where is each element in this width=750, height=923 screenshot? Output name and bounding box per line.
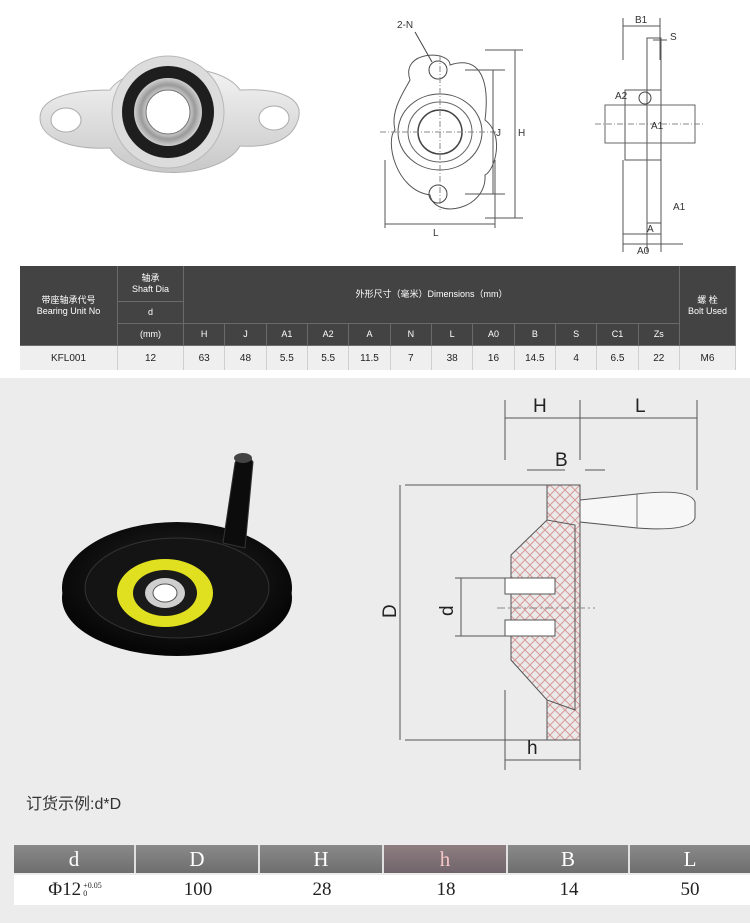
dim-header-cell: A1: [266, 324, 308, 346]
header-bolt-used: 螺 栓 Bolt Used: [680, 266, 736, 346]
dim-header-cell: S: [556, 324, 598, 346]
value-d: Φ12 +0.05 0: [14, 875, 136, 905]
dim-value-cell: 22: [638, 346, 680, 370]
dim-header-cell: Zs: [638, 324, 680, 346]
header-l: L: [630, 845, 750, 873]
label-a1-top: A1: [651, 121, 664, 132]
tol-upper: +0.05: [83, 881, 102, 890]
dim-value-cell: 5.5: [266, 346, 308, 370]
dim-label-b: B: [555, 450, 568, 471]
cell-shaft: 12: [118, 346, 184, 370]
dim-value-cell: 38: [432, 346, 474, 370]
dim-value-cell: 6.5: [597, 346, 639, 370]
dim-header-cell: B: [514, 324, 556, 346]
label-s: S: [670, 32, 677, 43]
dim-value-cell: 48: [225, 346, 267, 370]
dim-value-cell: 14.5: [514, 346, 556, 370]
label-a1-bottom: A1: [673, 202, 686, 213]
label-a: A: [647, 224, 654, 235]
header-small-h: h: [384, 845, 508, 873]
dim-value-cell: 5.5: [308, 346, 350, 370]
dim-value-cell: 11.5: [349, 346, 391, 370]
value-d-prefix: Φ12: [48, 879, 82, 900]
dim-label-h-top: H: [533, 396, 547, 417]
header-mm: (mm): [118, 324, 184, 346]
header-h: H: [260, 845, 384, 873]
dim-value-cell: 7: [390, 346, 432, 370]
header-unit-en: Bearing Unit No: [36, 305, 101, 316]
dim-header-cell: A2: [308, 324, 350, 346]
value-l: 50: [630, 875, 750, 905]
value-small-h: 18: [384, 875, 508, 905]
header-d: d: [14, 845, 136, 873]
label-a2: A2: [615, 91, 628, 102]
label-h: H: [518, 128, 525, 139]
dim-value-cell: 16: [473, 346, 515, 370]
dim-label-l-top: L: [635, 396, 646, 417]
header-bolt-en: Bolt Used: [687, 305, 728, 316]
label-j: J: [496, 128, 501, 139]
value-big-d: 100: [136, 875, 260, 905]
handwheel-spec-table: d D H h B L Φ12 +0.05 0 100 28 18 14 50: [14, 845, 750, 905]
label-a0: A0: [637, 246, 650, 257]
value-h: 28: [260, 875, 384, 905]
dim-header-cell: C1: [597, 324, 639, 346]
header-shaft-cn: 轴承: [141, 272, 160, 283]
bearing-section: 2-N J H L B1 S A2 A1 A1 A A0: [0, 0, 750, 378]
dim-header-cell: J: [225, 324, 267, 346]
header-bearing-unit: 带座轴承代号 Bearing Unit No: [20, 266, 118, 346]
value-d-tolerance: +0.05 0: [83, 882, 102, 898]
dim-value-cell: 4: [556, 346, 598, 370]
tol-lower: 0: [83, 889, 88, 898]
dim-header-cell: N: [390, 324, 432, 346]
dim-label-h-bottom: h: [527, 738, 538, 759]
bearing-side-drawing: B1 S A2 A1 A1 A A0: [595, 15, 703, 257]
handwheel-section: H L B D d h: [0, 378, 750, 923]
header-unit-cn: 带座轴承代号: [41, 294, 96, 305]
header-big-d: D: [136, 845, 260, 873]
header-shaft-dia: 轴承 Shaft Dia: [118, 266, 184, 302]
order-example-text: 订货示例:d*D: [26, 796, 122, 813]
label-l: L: [433, 228, 439, 239]
dim-header-cell: H: [184, 324, 226, 346]
dim-header-cell: A: [349, 324, 391, 346]
dim-header-cell: A0: [473, 324, 515, 346]
header-shaft-d: d: [118, 302, 184, 324]
label-2n: 2-N: [397, 20, 413, 31]
dim-label-d-big: D: [380, 604, 401, 618]
cell-unit: KFL001: [20, 346, 118, 370]
handwheel-drawing: H L B D d h: [380, 396, 698, 770]
dim-value-cell: 63: [184, 346, 226, 370]
bearing-spec-table: 带座轴承代号 Bearing Unit No 轴承 Shaft Dia d (m…: [20, 266, 736, 370]
value-b: 14: [508, 875, 630, 905]
header-dimensions: 外形尺寸（毫米）Dimensions（mm）: [184, 266, 680, 324]
handwheel-photo: [62, 453, 292, 656]
label-b1: B1: [635, 15, 648, 26]
header-shaft-en: Shaft Dia: [131, 283, 170, 294]
header-b: B: [508, 845, 630, 873]
bearing-front-drawing: 2-N J H L: [380, 20, 525, 239]
dim-label-d-small: d: [437, 605, 458, 616]
bearing-photo: [39, 55, 300, 173]
dim-header-cell: L: [432, 324, 474, 346]
header-bolt-cn: 螺 栓: [697, 294, 718, 305]
cell-bolt: M6: [680, 346, 736, 370]
